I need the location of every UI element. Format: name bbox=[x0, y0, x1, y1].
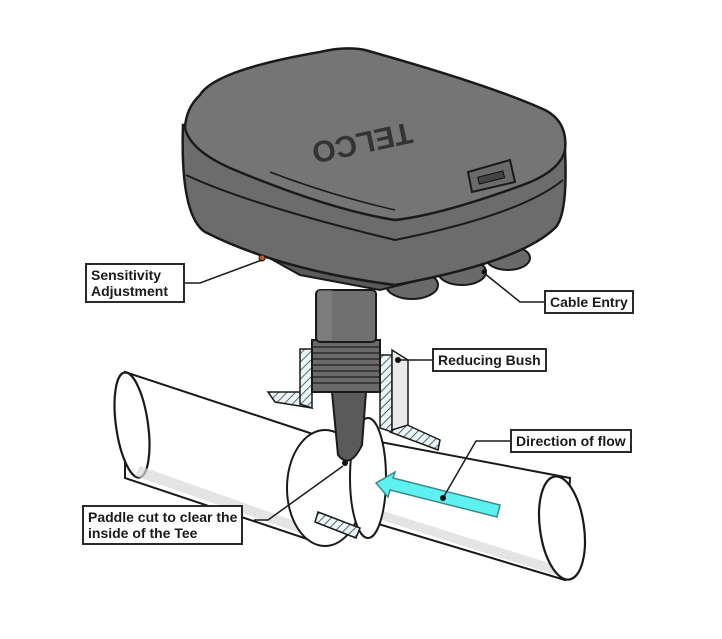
label-sensitivity-adjustment: Sensitivity Adjustment bbox=[85, 263, 185, 303]
label-direction-of-flow-text: Direction of flow bbox=[516, 433, 626, 449]
label-paddle-line2: inside of the Tee bbox=[88, 525, 198, 541]
switch-housing: TELCO bbox=[181, 47, 567, 300]
flow-direction-arrow bbox=[374, 470, 501, 518]
label-paddle-cut: Paddle cut to clear the inside of the Te… bbox=[82, 505, 244, 545]
leader-lines bbox=[183, 259, 545, 521]
label-cable-entry: Cable Entry bbox=[544, 290, 634, 314]
threaded-stem bbox=[311, 289, 381, 466]
label-direction-of-flow: Direction of flow bbox=[510, 429, 632, 453]
label-reducing-bush: Reducing Bush bbox=[432, 348, 547, 372]
label-paddle-line1: Paddle cut to clear the bbox=[88, 509, 238, 525]
label-reducing-bush-text: Reducing Bush bbox=[438, 352, 541, 368]
label-sensitivity-line2: Adjustment bbox=[91, 283, 168, 299]
label-cable-entry-text: Cable Entry bbox=[550, 294, 628, 310]
label-sensitivity-line1: Sensitivity bbox=[91, 267, 162, 283]
